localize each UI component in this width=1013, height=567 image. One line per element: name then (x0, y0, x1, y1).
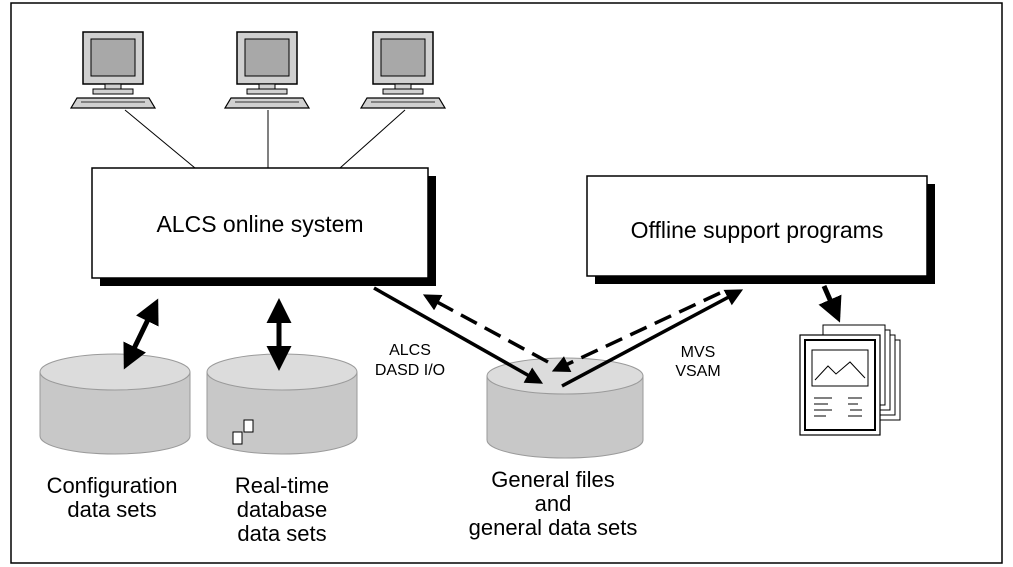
computer-terminal-icon (69, 31, 157, 109)
config-caption-line1: Configuration (47, 473, 178, 498)
general-caption-line2: and (535, 491, 572, 516)
configuration-cylinder (39, 353, 191, 455)
online-system-box: ALCS online system (91, 167, 436, 286)
general-caption-line3: general data sets (469, 515, 638, 540)
realtime-cylinder (206, 353, 358, 455)
general-caption-line1: General files (491, 467, 615, 492)
terminal-middle (223, 31, 311, 109)
record-blocks-icon (232, 419, 254, 445)
computer-terminal-icon (359, 31, 447, 109)
terminal-connectors (124, 109, 406, 169)
alcs-write-arrow (373, 286, 544, 384)
terminal-right (359, 31, 447, 109)
realtime-caption-line1: Real-time (235, 473, 329, 498)
printed-report-icon (799, 324, 901, 436)
report-output-arrow (818, 284, 842, 323)
alcs-io-label-line1: ALCS (389, 342, 431, 359)
config-caption-line2: data sets (67, 497, 156, 522)
alcs-io-label-line2: DASD I/O (375, 362, 445, 379)
offline-programs-box: Offline support programs (586, 175, 935, 284)
terminal-left (69, 31, 157, 109)
mvs-io-label-line2: VSAM (675, 363, 720, 380)
realtime-caption-line2: database (237, 497, 328, 522)
general-files-cylinder (486, 357, 644, 459)
realtime-caption-line3: data sets (237, 521, 326, 546)
computer-terminal-icon (223, 31, 311, 109)
alcs-read-arrow (422, 294, 549, 364)
config-io-arrow (123, 298, 159, 370)
online-system-label: ALCS online system (156, 211, 363, 237)
mvs-io-label-line1: MVS (681, 344, 716, 361)
offline-programs-label: Offline support programs (631, 217, 884, 243)
mvs-write-arrow (561, 289, 744, 388)
mvs-read-arrow (551, 291, 721, 373)
